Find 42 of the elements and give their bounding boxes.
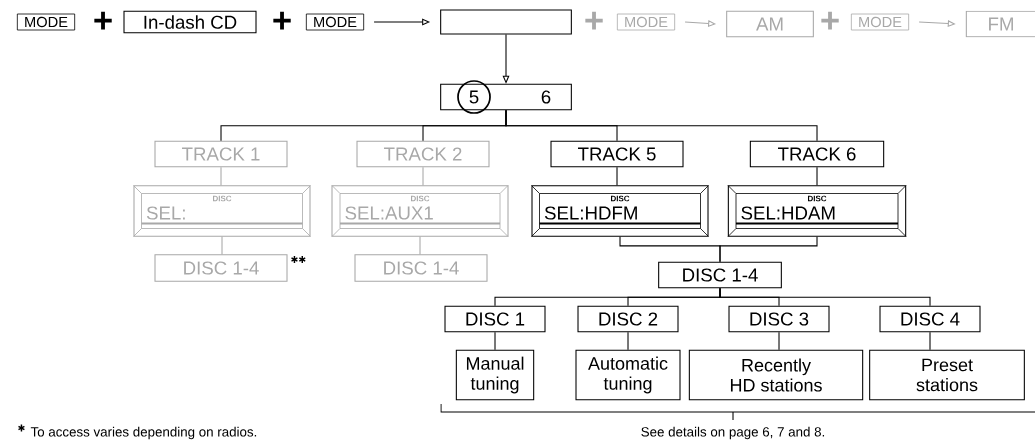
footnote-mark: ✱ [18,424,25,432]
connector-line [719,236,818,263]
connector-line [816,166,818,186]
connector-line [719,287,931,307]
function-box: Automatic tuning [575,349,681,401]
mode-button: MODE [305,13,365,31]
plus-sign: + [821,11,839,30]
number-box: 5 6 [440,83,572,111]
connector-line [422,166,424,186]
track-box: TRACK 5 [550,140,684,168]
note-text: See details on page 6, 7 and 8. [641,426,825,440]
display-screen: DISC SEL: [133,185,311,237]
display-screen: DISC SEL:HDFM [531,185,709,237]
mode-box: In-dash CD [123,10,257,34]
connector-line [419,236,421,255]
track-box: TRACK 1 [154,140,288,168]
connector-line [627,331,629,351]
mode-button: MODE [16,13,76,31]
connector-line [616,166,618,186]
plus-sign: + [585,11,603,30]
mode-box [440,9,572,35]
connector-line [221,236,223,255]
connector-line [505,109,818,142]
connector-line [778,331,780,351]
display-screen: DISC SEL:HDAM [727,185,907,237]
display-screen: DISC SEL:AUX1 [331,185,509,237]
plus-sign: + [273,11,291,30]
connector-line [929,331,931,351]
function-box: Manual tuning [455,349,535,401]
plus-sign: + [94,11,112,30]
footnote-text: To access varies depending on radios. [30,426,257,440]
function-box: Preset stations [869,349,1025,401]
footnote-mark: ✱✱ [291,256,306,263]
connector-line [220,166,222,186]
track-box: TRACK 2 [356,140,490,168]
connector-line [494,331,496,351]
mode-box: FM [965,10,1035,38]
function-box: Recently HD stations [688,349,864,401]
mode-button: MODE [850,13,910,31]
mode-button: MODE [616,13,676,31]
track-box: TRACK 6 [749,140,885,168]
mode-box: AM [726,10,814,38]
